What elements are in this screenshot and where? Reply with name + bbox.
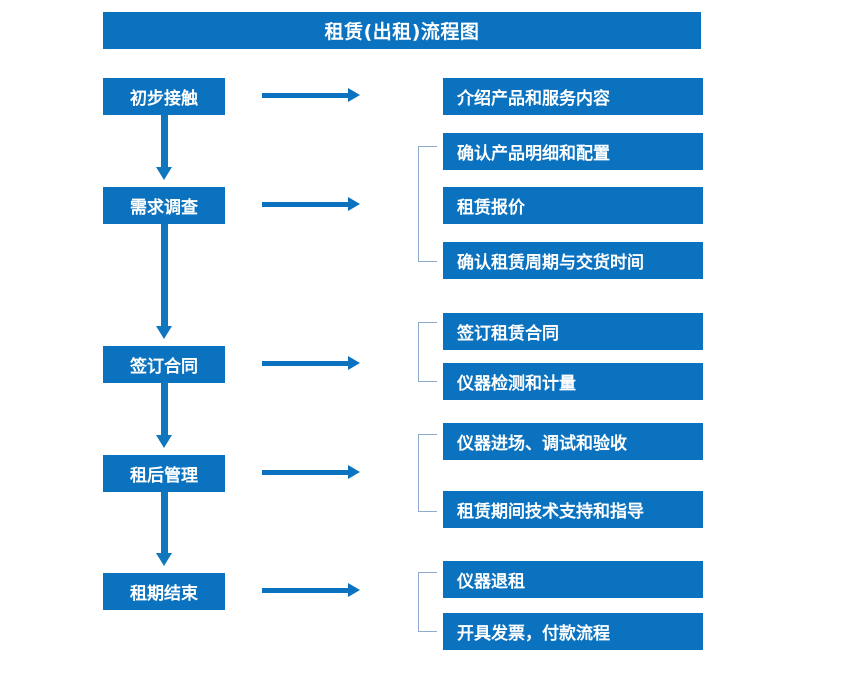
arrow-shaft	[161, 383, 168, 435]
arrow-head	[348, 197, 360, 211]
down-arrow-icon-4	[156, 492, 172, 566]
down-arrow-icon-1	[156, 115, 172, 180]
group-bracket-4	[418, 572, 437, 632]
stage-box-2[interactable]: 需求调查	[103, 187, 225, 224]
group-bracket-1	[418, 146, 437, 262]
stage-box-3[interactable]: 签订合同	[103, 346, 225, 383]
right-arrow-icon-5	[262, 583, 360, 597]
arrow-shaft	[161, 224, 168, 326]
arrow-shaft	[262, 93, 350, 98]
stage-box-1[interactable]: 初步接触	[103, 78, 225, 115]
right-arrow-icon-1	[262, 88, 360, 102]
arrow-head	[348, 356, 360, 370]
arrow-shaft	[262, 361, 350, 366]
detail-box-2[interactable]: 确认产品明细和配置	[443, 133, 703, 170]
arrow-shaft	[161, 115, 168, 167]
arrow-head	[348, 88, 360, 102]
arrow-head	[156, 553, 172, 566]
detail-box-8[interactable]: 租赁期间技术支持和指导	[443, 491, 703, 528]
detail-box-10[interactable]: 开具发票，付款流程	[443, 613, 703, 650]
page-title: 租赁(出租)流程图	[103, 12, 701, 49]
stage-box-4[interactable]: 租后管理	[103, 455, 225, 492]
detail-box-1[interactable]: 介绍产品和服务内容	[443, 78, 703, 115]
arrow-head	[156, 326, 172, 339]
right-arrow-icon-3	[262, 356, 360, 370]
stage-box-5[interactable]: 租期结束	[103, 573, 225, 610]
down-arrow-icon-3	[156, 383, 172, 448]
arrow-shaft	[262, 202, 350, 207]
detail-box-9[interactable]: 仪器退租	[443, 561, 703, 598]
group-bracket-3	[418, 434, 437, 512]
arrow-head	[348, 583, 360, 597]
arrow-head	[348, 465, 360, 479]
arrow-head	[156, 435, 172, 448]
arrow-head	[156, 167, 172, 180]
arrow-shaft	[161, 492, 168, 553]
detail-box-5[interactable]: 签订租赁合同	[443, 313, 703, 350]
detail-box-7[interactable]: 仪器进场、调试和验收	[443, 423, 703, 460]
arrow-shaft	[262, 470, 350, 475]
detail-box-3[interactable]: 租赁报价	[443, 187, 703, 224]
detail-box-6[interactable]: 仪器检测和计量	[443, 363, 703, 400]
arrow-shaft	[262, 588, 350, 593]
detail-box-4[interactable]: 确认租赁周期与交货时间	[443, 242, 703, 279]
down-arrow-icon-2	[156, 224, 172, 339]
right-arrow-icon-4	[262, 465, 360, 479]
right-arrow-icon-2	[262, 197, 360, 211]
group-bracket-2	[418, 322, 437, 382]
